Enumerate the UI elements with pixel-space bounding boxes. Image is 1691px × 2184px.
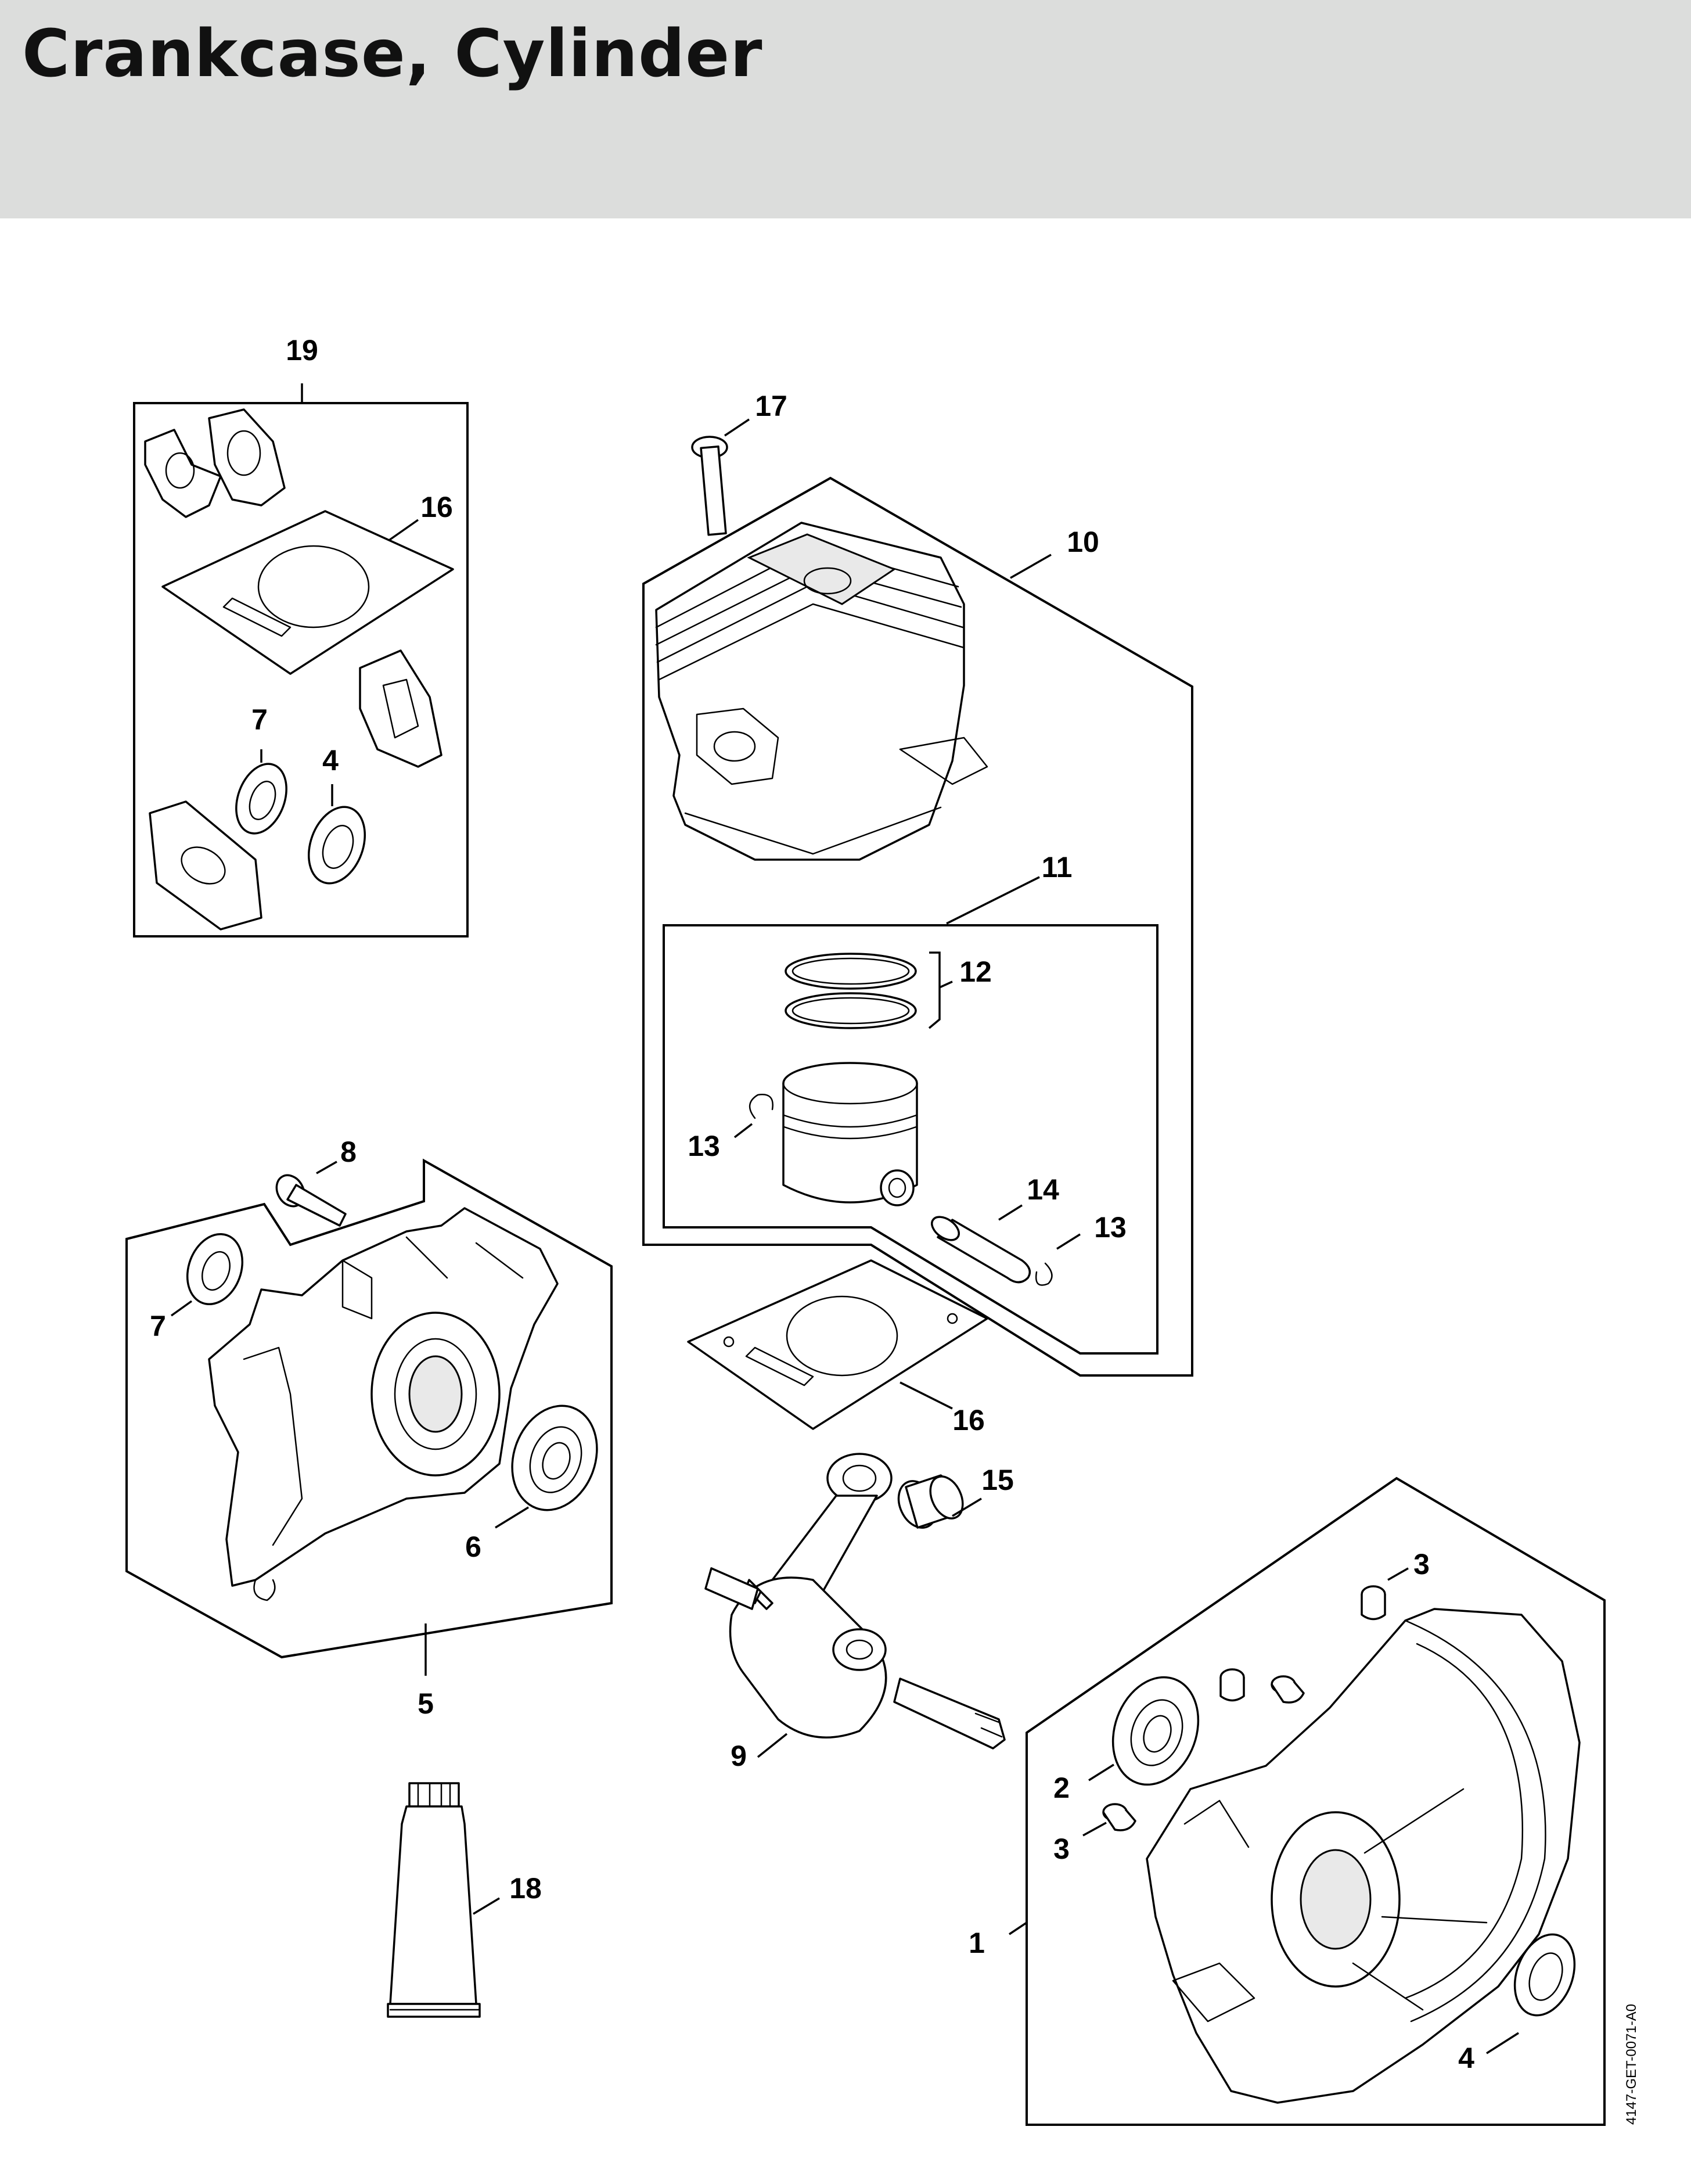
screw-17: [691, 418, 750, 536]
callout-19: 19: [286, 334, 318, 367]
callout-4: 4: [1458, 2042, 1474, 2074]
callout-3-bottom: 3: [1053, 1833, 1070, 1865]
drawing-reference-code: 4147-GET-0071-A0: [1624, 2004, 1639, 2125]
callout-18: 18: [509, 1872, 542, 1905]
gasket-kit-19: [133, 383, 469, 937]
kit-10-outline: [642, 476, 1193, 1377]
callout-14: 14: [1027, 1173, 1059, 1206]
callout-2: 2: [1053, 1772, 1070, 1804]
needle-cage-15: [897, 1474, 982, 1529]
sleeve-3-top: [1361, 1567, 1409, 1621]
callout-10: 10: [1067, 526, 1099, 558]
muffler-gasket: [359, 649, 442, 768]
oil-seal-7: [186, 1233, 244, 1306]
callout-9: 9: [731, 1740, 747, 1772]
callout-7: 7: [150, 1310, 166, 1342]
oil-seal-7-kit: [235, 763, 287, 835]
callout-8: 8: [340, 1136, 357, 1168]
callout-13-left: 13: [688, 1130, 720, 1162]
callout-7-kit: 7: [251, 703, 268, 736]
intake-gasket: [208, 408, 286, 507]
circlip-13-left: [749, 1094, 773, 1119]
ball-bearing-2: [1111, 1676, 1200, 1786]
cylinder-base-gasket-kit: [161, 510, 454, 675]
callout-1: 1: [969, 1927, 985, 1959]
cylinder-assembly-10: [642, 418, 1193, 1377]
crankcase-half-5: [125, 1158, 613, 1676]
crankshaft-9: [704, 1453, 1006, 1758]
piston-kit-11: [663, 876, 1158, 1355]
piston-ring-upper: [785, 953, 917, 990]
kit-11-outline: [663, 924, 1158, 1355]
piston-pin-14: [931, 1204, 1031, 1284]
title-bar: Crankcase, Cylinder: [0, 0, 1691, 218]
callout-11: 11: [1042, 851, 1073, 883]
callout-15: 15: [981, 1464, 1014, 1496]
sleeve-3-mid-a: [1219, 1668, 1245, 1702]
callout-4-kit: 4: [322, 744, 339, 777]
callout-6: 6: [465, 1531, 481, 1563]
sleeve-3-bottom: [1082, 1803, 1136, 1837]
oil-seal-4-kit: [307, 806, 366, 885]
carburetor-gasket: [144, 429, 222, 518]
page-title: Crankcase, Cylinder: [22, 16, 763, 92]
cylinder-base-gasket-16: [687, 1259, 988, 1430]
callout-16: 16: [952, 1404, 985, 1436]
kit-19-box: [133, 402, 469, 937]
circlip-13-right: [1035, 1262, 1053, 1286]
grease-tube-18: [387, 1782, 500, 2018]
callout-5: 5: [418, 1687, 434, 1720]
kit-5-outline: [125, 1158, 613, 1659]
callout-3-top: 3: [1413, 1548, 1430, 1580]
piston-ring-lower: [785, 992, 917, 1029]
sleeve-3-mid-b: [1271, 1675, 1305, 1704]
piston: [782, 1062, 918, 1206]
screw-8: [275, 1161, 347, 1227]
ball-bearing-6: [511, 1404, 598, 1511]
callout-13-right: 13: [1094, 1211, 1127, 1244]
kit-1-outline: [1026, 1477, 1606, 2126]
exhaust-gasket: [149, 800, 262, 931]
callout-17: 17: [755, 390, 787, 422]
callout-12: 12: [959, 956, 992, 988]
crankcase-half-1: [1009, 1477, 1606, 2126]
oil-seal-4: [1513, 1933, 1576, 2017]
callout-16-kit: 16: [420, 491, 453, 523]
